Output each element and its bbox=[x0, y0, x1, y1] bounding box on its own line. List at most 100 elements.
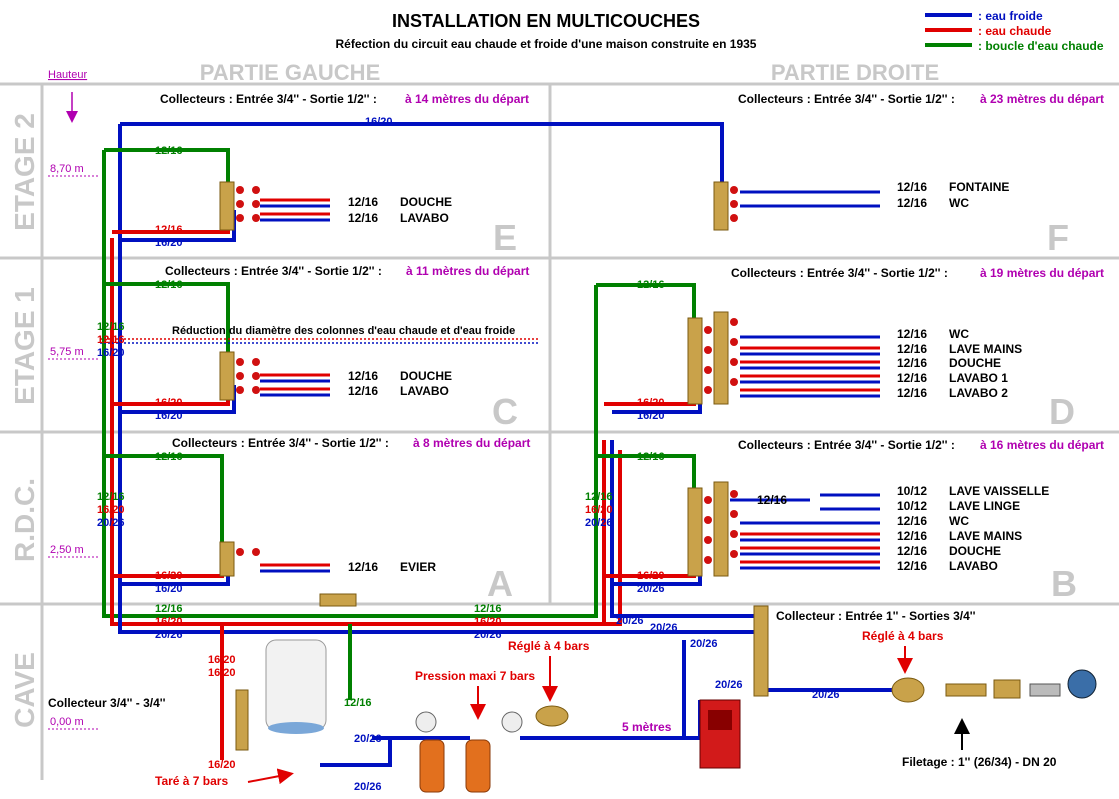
collector-f-text: Collecteurs : Entrée 3/4'' - Sortie 1/2'… bbox=[738, 92, 955, 106]
reduction-note: Réduction du diamètre des colonnes d'eau… bbox=[172, 325, 515, 337]
floor-etage1: ETAGE 1 bbox=[9, 287, 40, 405]
tag-a-red: 16/20 bbox=[155, 570, 183, 582]
legend-cold: : eau froide bbox=[978, 9, 1043, 23]
outlet-d-size-3: 12/16 bbox=[897, 356, 927, 370]
collector-c-distance: à 11 mètres du départ bbox=[406, 264, 529, 278]
note-regle-1: Réglé à 4 bars bbox=[508, 639, 590, 653]
diagram-title: INSTALLATION EN MULTICOUCHES bbox=[392, 11, 700, 31]
tag-d-blue: 16/20 bbox=[637, 410, 665, 422]
outlet-c-name-1: DOUCHE bbox=[400, 369, 452, 383]
outlet-d-name-2: LAVE MAINS bbox=[949, 342, 1022, 356]
outlet-b-size-6: 12/16 bbox=[897, 559, 927, 573]
outlet-f-name-1: FONTAINE bbox=[949, 180, 1009, 194]
outlet-b-size-2: 10/12 bbox=[897, 499, 927, 513]
tag-b-blue: 20/26 bbox=[637, 583, 665, 595]
tag-riser1-blue: 16/20 bbox=[97, 347, 125, 359]
legend-loop: : boucle d'eau chaude bbox=[978, 39, 1104, 53]
tag-riser0-red: 16/20 bbox=[97, 504, 125, 516]
tag-riser0-green: 12/16 bbox=[97, 491, 125, 503]
water-heater bbox=[265, 639, 327, 734]
outlet-b-size-1: 10/12 bbox=[897, 484, 927, 498]
tag-heater-red-1: 16/20 bbox=[208, 654, 236, 666]
outlet-e-name-1: DOUCHE bbox=[400, 195, 452, 209]
boiler bbox=[699, 699, 741, 769]
outlet-b-name-6: LAVABO bbox=[949, 559, 998, 573]
tag-riser1-green: 12/16 bbox=[97, 321, 125, 333]
tag-riser0-blue: 20/26 bbox=[97, 517, 125, 529]
outlet-e-name-2: LAVABO bbox=[400, 211, 449, 225]
tag-riserr-blue: 20/26 bbox=[585, 517, 613, 529]
height-label: Hauteur bbox=[48, 69, 87, 81]
tag-main-blue: 20/26 bbox=[812, 689, 840, 701]
valve-handles bbox=[236, 186, 738, 564]
tag-a-green: 12/16 bbox=[155, 451, 183, 463]
collector-cave-text: Collecteur : Entrée 1'' - Sorties 3/4'' bbox=[776, 609, 976, 623]
outlet-b-size-4: 12/16 bbox=[897, 529, 927, 543]
note-metres: 5 mètres bbox=[622, 720, 672, 734]
tag-e-red: 12/16 bbox=[155, 224, 183, 236]
collector-e-distance: à 14 mètres du départ bbox=[405, 92, 529, 106]
outlet-c-name-2: LAVABO bbox=[400, 384, 449, 398]
height-cave: 0,00 m bbox=[50, 716, 84, 728]
tag-c-red: 16/20 bbox=[155, 397, 183, 409]
height-rdc: 2,50 m bbox=[50, 544, 84, 556]
collector-a-text: Collecteurs : Entrée 3/4'' - Sortie 1/2'… bbox=[172, 436, 389, 450]
tag-e-blue: 16/20 bbox=[155, 237, 183, 249]
floor-rdc: R.D.C. bbox=[9, 478, 40, 562]
part-left: PARTIE GAUCHE bbox=[200, 60, 381, 85]
zone-b: B bbox=[1051, 563, 1077, 604]
outlet-a-name-1: EVIER bbox=[400, 560, 436, 574]
floor-cave: CAVE bbox=[9, 652, 40, 728]
tag-c-green: 12/16 bbox=[155, 279, 183, 291]
outlet-c-size-1: 12/16 bbox=[348, 369, 378, 383]
tag-right-blue-1: 20/26 bbox=[616, 615, 644, 627]
outlet-d-name-4: LAVABO 1 bbox=[949, 371, 1008, 385]
zone-a: A bbox=[487, 563, 513, 604]
tag-boiler-blue: 20/26 bbox=[715, 679, 743, 691]
zone-f: F bbox=[1047, 217, 1069, 258]
collector-e-text: Collecteurs : Entrée 3/4'' - Sortie 1/2'… bbox=[160, 92, 377, 106]
height-etage2: 8,70 m bbox=[50, 163, 84, 175]
tag-heater-red-3: 16/20 bbox=[208, 759, 236, 771]
tag-b-red: 16/20 bbox=[637, 570, 665, 582]
tag-d-red: 16/20 bbox=[637, 397, 665, 409]
pressure-reducer bbox=[535, 669, 1097, 727]
tag-heater-red-2: 16/20 bbox=[208, 667, 236, 679]
tag-top-blue: 16/20 bbox=[365, 116, 393, 128]
outlet-d-name-1: WC bbox=[949, 327, 969, 341]
outlet-labels: 12/16 DOUCHE 12/16 LAVABO 12/16 FONTAINE… bbox=[348, 180, 1049, 574]
collector-b-text: Collecteurs : Entrée 3/4'' - Sortie 1/2'… bbox=[738, 438, 955, 452]
outlet-b-size-3: 12/16 bbox=[897, 514, 927, 528]
note-regle-2: Réglé à 4 bars bbox=[862, 629, 944, 643]
outlet-d-size-1: 12/16 bbox=[897, 327, 927, 341]
outlets-a-lines bbox=[260, 563, 330, 573]
outlets-d-lines bbox=[740, 335, 880, 398]
outlets-c-lines bbox=[260, 373, 330, 397]
outlet-f-name-2: WC bbox=[949, 196, 969, 210]
note-tare: Taré à 7 bars bbox=[155, 774, 228, 788]
outlet-b-size-5: 12/16 bbox=[897, 544, 927, 558]
tag-mid-green: 12/16 bbox=[474, 603, 502, 615]
collector-cave-left-text: Collecteur 3/4'' - 3/4'' bbox=[48, 696, 166, 710]
note-filetage: Filetage : 1'' (26/34) - DN 20 bbox=[902, 755, 1057, 769]
zone-c: C bbox=[492, 391, 518, 432]
zone-e: E bbox=[493, 217, 517, 258]
tag-right-blue-3: 20/26 bbox=[690, 638, 718, 650]
tag-cave-blue: 20/26 bbox=[155, 629, 183, 641]
tag-riser1-red: 12/16 bbox=[97, 334, 125, 346]
outlet-d-size-2: 12/16 bbox=[897, 342, 927, 356]
outlet-d-name-5: LAVABO 2 bbox=[949, 386, 1008, 400]
outlets-e-lines bbox=[260, 198, 330, 222]
outlet-b-name-5: DOUCHE bbox=[949, 544, 1001, 558]
tag-d-green: 12/16 bbox=[637, 279, 665, 291]
collector-d-distance: à 19 mètres du départ bbox=[980, 266, 1104, 280]
outlet-b-branch-size: 12/16 bbox=[757, 493, 787, 507]
tag-heater-green: 12/16 bbox=[344, 697, 372, 709]
outlet-d-size-4: 12/16 bbox=[897, 371, 927, 385]
grid-lines bbox=[0, 82, 1119, 780]
outlet-f-size-1: 12/16 bbox=[897, 180, 927, 194]
tag-cave-green: 12/16 bbox=[155, 603, 183, 615]
diagram-subtitle: Réfection du circuit eau chaude et froid… bbox=[336, 37, 757, 51]
outlet-b-name-4: LAVE MAINS bbox=[949, 529, 1022, 543]
outlets-f-lines bbox=[740, 190, 880, 208]
